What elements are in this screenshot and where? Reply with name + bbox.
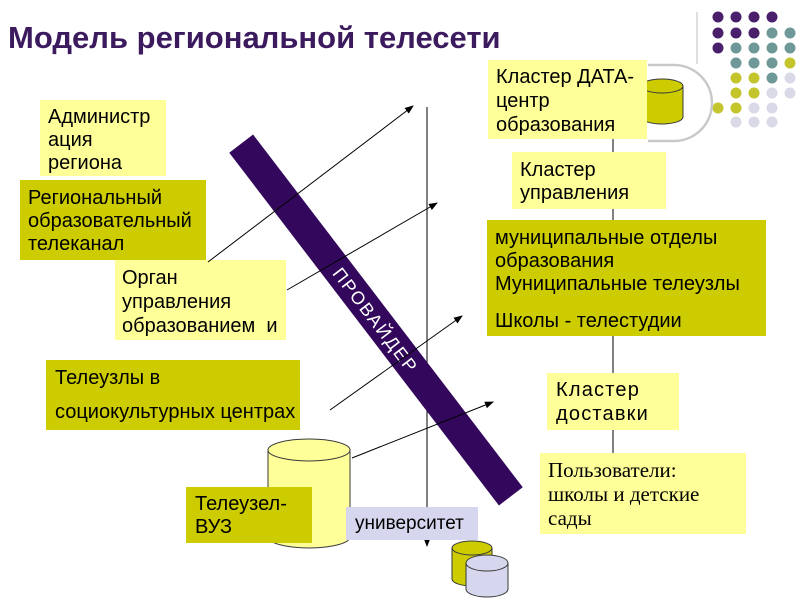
decor-dot <box>748 57 760 69</box>
box-text-line: социокультурных центрах <box>55 401 296 423</box>
box-text-line: доставки <box>556 403 649 425</box>
data-center-database-cylinder-icon <box>640 78 684 125</box>
box-text-line: центр <box>496 90 550 112</box>
box-text-line: Кластер ДАТА- <box>496 66 635 88</box>
provider-band: ПРОВАЙДЕР <box>229 134 523 506</box>
box-text-line: Телеузел- <box>195 493 287 515</box>
decor-dot <box>730 72 742 84</box>
decor-dot <box>748 27 760 39</box>
box-text-line: Телеузлы в <box>55 367 161 389</box>
decor-dot <box>766 102 778 114</box>
box-text-line: сады <box>548 506 592 530</box>
decorative-ring <box>648 63 714 143</box>
socio-cultural-nodes-box: Телеузлы в социокультурных центрах <box>46 360 300 430</box>
decor-dot <box>766 11 778 23</box>
box-text-line: Муниципальные телеузлы <box>495 273 740 295</box>
decor-dot <box>784 57 796 69</box>
box-text-line: университет <box>355 513 464 534</box>
box-text-line: Пользователи: <box>548 458 677 482</box>
box-text-line: образования <box>495 250 615 272</box>
box-text-line: ВУЗ <box>195 516 233 538</box>
decor-dot <box>766 27 778 39</box>
diagonal-arrow <box>351 401 494 459</box>
box-text-line: Орган <box>122 267 178 289</box>
decor-dot <box>730 27 742 39</box>
decor-dot <box>730 102 742 114</box>
decor-dot <box>748 42 760 54</box>
decor-dot <box>748 102 760 114</box>
decor-dot <box>730 87 742 99</box>
decor-dot <box>712 27 724 39</box>
box-text-line: образования <box>496 114 616 136</box>
decor-dot <box>766 42 778 54</box>
decor-dot <box>730 57 742 69</box>
decor-dot <box>784 72 796 84</box>
municipal-departments-box: муниципальные отделы образования Муницип… <box>487 220 766 336</box>
decor-dot <box>748 87 760 99</box>
decor-dot <box>712 11 724 23</box>
decor-dot <box>712 102 724 114</box>
university-node-box: Телеузел- ВУЗ <box>186 487 312 543</box>
box-text-line: управления <box>122 291 232 313</box>
regional-tv-channel-box: Региональный образовательный телеканал <box>20 180 206 260</box>
box-text-line: муниципальные отделы <box>495 227 718 249</box>
delivery-cluster-box: Кластер доставки <box>547 373 679 430</box>
university-label-box: университет <box>346 507 478 540</box>
provider-band-bar <box>229 134 523 506</box>
slide-title: Модель региональной телесети <box>8 20 501 55</box>
box-text-line: образованием и <box>122 315 278 337</box>
data-center-cluster-box: Кластер ДАТА- центр образования <box>488 60 647 139</box>
decor-dot <box>766 57 778 69</box>
diagonal-arrow <box>329 315 463 411</box>
box-text-line: Кластер <box>556 379 641 401</box>
diagonal-arrow <box>207 105 414 263</box>
provider-label: ПРОВАЙДЕР <box>329 263 423 377</box>
decor-dot <box>748 116 760 128</box>
education-authority-box: Орган управления образованием и <box>115 260 286 340</box>
box-text-line: Администр <box>48 106 151 128</box>
management-cluster-box: Кластер управления <box>512 152 666 209</box>
box-text-line: Кластер <box>520 159 596 181</box>
decorative-dot-grid <box>712 11 796 128</box>
box-text-line: образовательный <box>28 210 192 232</box>
box-text-line: Региональный <box>28 187 163 209</box>
decor-dot <box>784 27 796 39</box>
decor-dot <box>730 11 742 23</box>
decor-dot <box>766 72 778 84</box>
users-box: Пользователи: школы и детские сады <box>540 453 746 534</box>
decor-dot <box>748 11 760 23</box>
decor-dot <box>748 72 760 84</box>
decor-dot <box>730 116 742 128</box>
box-text-line: региона <box>48 152 123 174</box>
decor-dot <box>766 116 778 128</box>
decor-dot <box>712 42 724 54</box>
box-text-line: школы и детские <box>548 482 700 506</box>
storage-cylinder-icon-lavender <box>465 554 509 598</box>
box-text-line: телеканал <box>28 233 125 255</box>
decor-dot <box>784 42 796 54</box>
decor-dot <box>730 42 742 54</box>
diagonal-arrow <box>286 202 438 291</box>
decor-dot <box>766 87 778 99</box>
box-text-line: ация <box>48 129 93 151</box>
region-administration-box: Администр ация региона <box>40 100 166 176</box>
box-text-line: управления <box>520 182 630 204</box>
decor-dot <box>784 87 796 99</box>
box-text-line: Школы - телестудии <box>495 310 682 332</box>
